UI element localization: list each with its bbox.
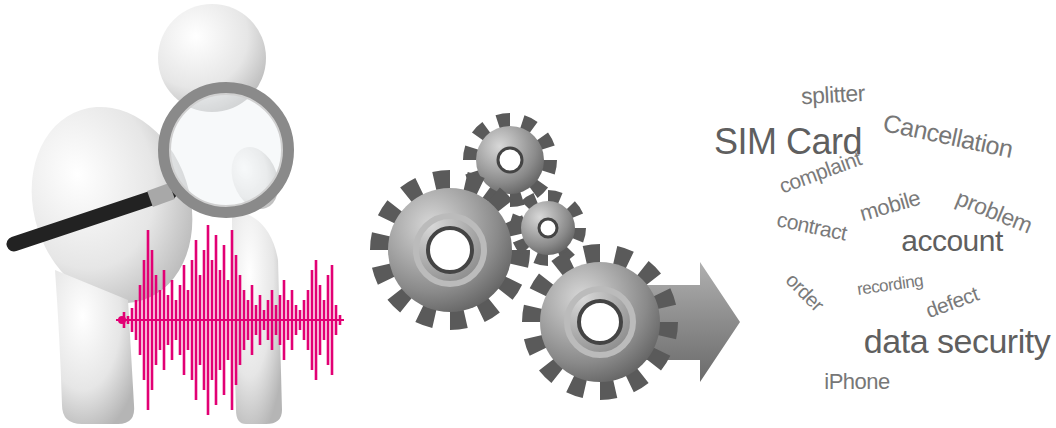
magnifier-handle	[14, 192, 170, 244]
keyword-label: account	[901, 226, 1003, 256]
keyword-label: Cancellation	[881, 110, 1015, 162]
gear-hole	[498, 148, 522, 172]
gear-hole	[579, 301, 621, 343]
keyword-label: data security	[864, 324, 1050, 358]
magnifying-glass	[14, 88, 288, 244]
gear	[470, 120, 550, 200]
magnifier-collar	[150, 191, 172, 199]
keyword-label: splitter	[801, 82, 866, 108]
gear	[532, 254, 668, 390]
gear-hole	[539, 219, 557, 237]
gear-rim	[416, 216, 484, 284]
magnifier-ring	[164, 88, 288, 212]
keyword-label: mobile	[857, 187, 922, 225]
gear	[516, 196, 580, 260]
keyword-label: order	[782, 269, 827, 314]
gear-body	[521, 201, 575, 255]
magnifier-lens	[170, 94, 282, 206]
keyword-label: iPhone	[824, 371, 890, 393]
wave-spikes	[124, 225, 340, 415]
gear-teeth	[470, 120, 550, 200]
gear-body	[388, 188, 512, 312]
keyword-label: recording	[856, 272, 924, 298]
gears	[380, 120, 740, 390]
keyword-label: contract	[775, 208, 849, 243]
gear	[380, 180, 520, 320]
figure-leg	[55, 270, 134, 424]
gear-teeth	[532, 254, 668, 390]
gear-body	[540, 262, 660, 382]
gear-body	[476, 126, 544, 194]
gear-hole	[428, 228, 472, 272]
gear-rim	[567, 289, 633, 355]
wave-axis	[116, 319, 344, 321]
sound-wave	[116, 225, 344, 415]
gear-teeth	[516, 196, 580, 260]
gear-teeth	[380, 180, 520, 320]
keyword-label: defect	[923, 283, 981, 321]
